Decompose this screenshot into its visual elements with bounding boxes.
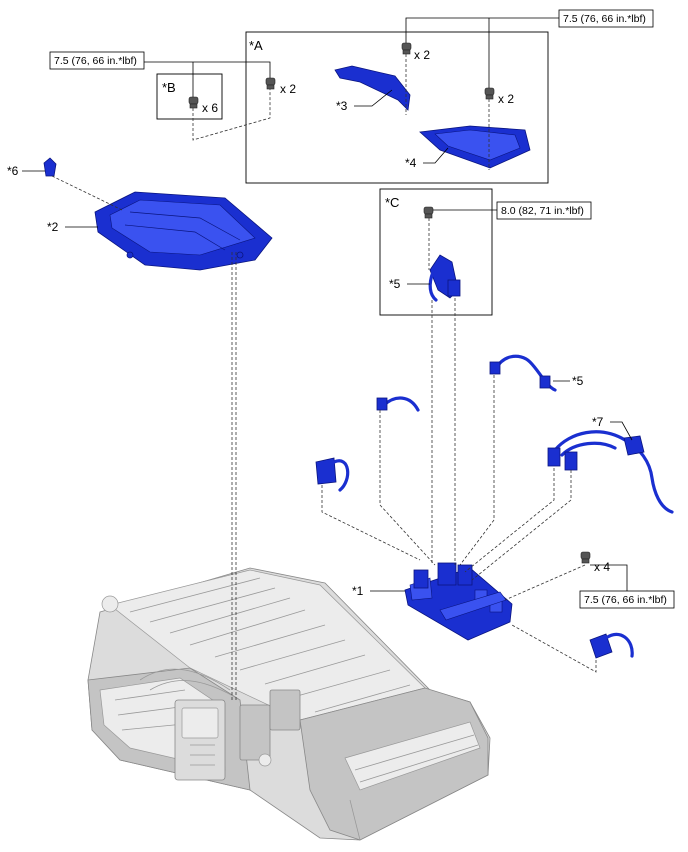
qty-label-a-top: x 2 xyxy=(414,48,430,62)
nut-icon-b xyxy=(188,96,199,109)
group-frame-a xyxy=(245,31,549,184)
callout-part-5-right: *5 xyxy=(572,374,584,388)
group-frame-c xyxy=(379,188,493,316)
junction-block-assembly xyxy=(404,562,513,641)
frame-label-b: *B xyxy=(162,80,176,95)
callout-part-6: *6 xyxy=(7,164,19,178)
torque-value-right: 7.5 (76, 66 in.*lbf) xyxy=(584,594,667,606)
qty-label-a-right: x 2 xyxy=(498,92,514,106)
torque-value-top-left: 7.5 (76, 66 in.*lbf) xyxy=(54,55,137,67)
callout-part-4: *4 xyxy=(405,156,417,170)
qty-label-right: x 4 xyxy=(594,560,610,574)
torque-box-top-left xyxy=(49,51,145,70)
bracket-part-3 xyxy=(334,65,411,111)
fastener-nuts xyxy=(188,42,591,564)
callout-part-5-box: *5 xyxy=(389,277,401,291)
callout-part-7: *7 xyxy=(592,415,604,429)
torque-box-top-right xyxy=(558,9,654,28)
nut-icon-c xyxy=(423,206,434,219)
battery-cover-part xyxy=(94,191,273,271)
nut-icon-a-right xyxy=(484,87,495,100)
bus-bar-part-5-box xyxy=(428,254,461,302)
frame-label-c: *C xyxy=(385,195,399,210)
nut-icon-right xyxy=(580,551,591,564)
torque-value-c: 8.0 (82, 71 in.*lbf) xyxy=(501,205,584,217)
assembly-dashed-lines xyxy=(51,54,597,700)
clip-part xyxy=(43,157,57,177)
nut-icon-a-left xyxy=(265,77,276,90)
wire-harness-parts xyxy=(315,354,674,659)
torque-value-top-right: 7.5 (76, 66 in.*lbf) xyxy=(563,13,646,25)
qty-label-b: x 6 xyxy=(202,101,218,115)
qty-label-a-left: x 2 xyxy=(280,82,296,96)
torque-leaders xyxy=(144,17,628,591)
hybrid-battery-assembly xyxy=(87,567,491,841)
nut-icon-a-top xyxy=(401,42,412,55)
callout-part-2: *2 xyxy=(47,220,59,234)
torque-box-c xyxy=(496,201,592,220)
callout-part-1: *1 xyxy=(352,584,364,598)
group-frame-b xyxy=(156,73,223,120)
callout-part-3: *3 xyxy=(336,99,348,113)
frame-label-a: *A xyxy=(249,38,263,53)
bracket-part-4 xyxy=(419,125,531,169)
